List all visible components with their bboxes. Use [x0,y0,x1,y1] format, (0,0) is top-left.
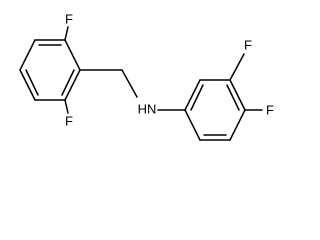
double-bond-inner [25,69,39,96]
double-bond-inner [226,84,240,111]
ring-bond [184,79,201,111]
ring-bond [19,39,36,71]
double-bond-inner [190,84,204,111]
fluorine-label-para: F [266,103,274,118]
bond-to-f-bottom [64,99,69,114]
bond-to-f-meta [229,53,245,81]
fluorine-label-bottom-left: F [65,114,73,129]
molecule-drawing: F F HN F F [19,12,274,141]
bond-to-f-top [64,26,69,41]
ring-bond [64,69,81,101]
ch2-n-bond [121,69,138,98]
ring-bond [64,39,81,71]
structure-diagram: F F HN F F [19,12,274,141]
ring-bond [184,109,201,141]
ring-bond [229,79,246,111]
ring-bond [229,109,246,141]
double-bond-inner [61,69,75,96]
fluorine-label-meta: F [244,38,252,53]
nh-label: HN [138,102,157,117]
difluorophenyl-ring [19,39,81,101]
ring-bond [19,69,36,101]
fluorine-label-top-left: F [65,12,73,27]
difluorophenyl-ring-right [184,79,246,141]
